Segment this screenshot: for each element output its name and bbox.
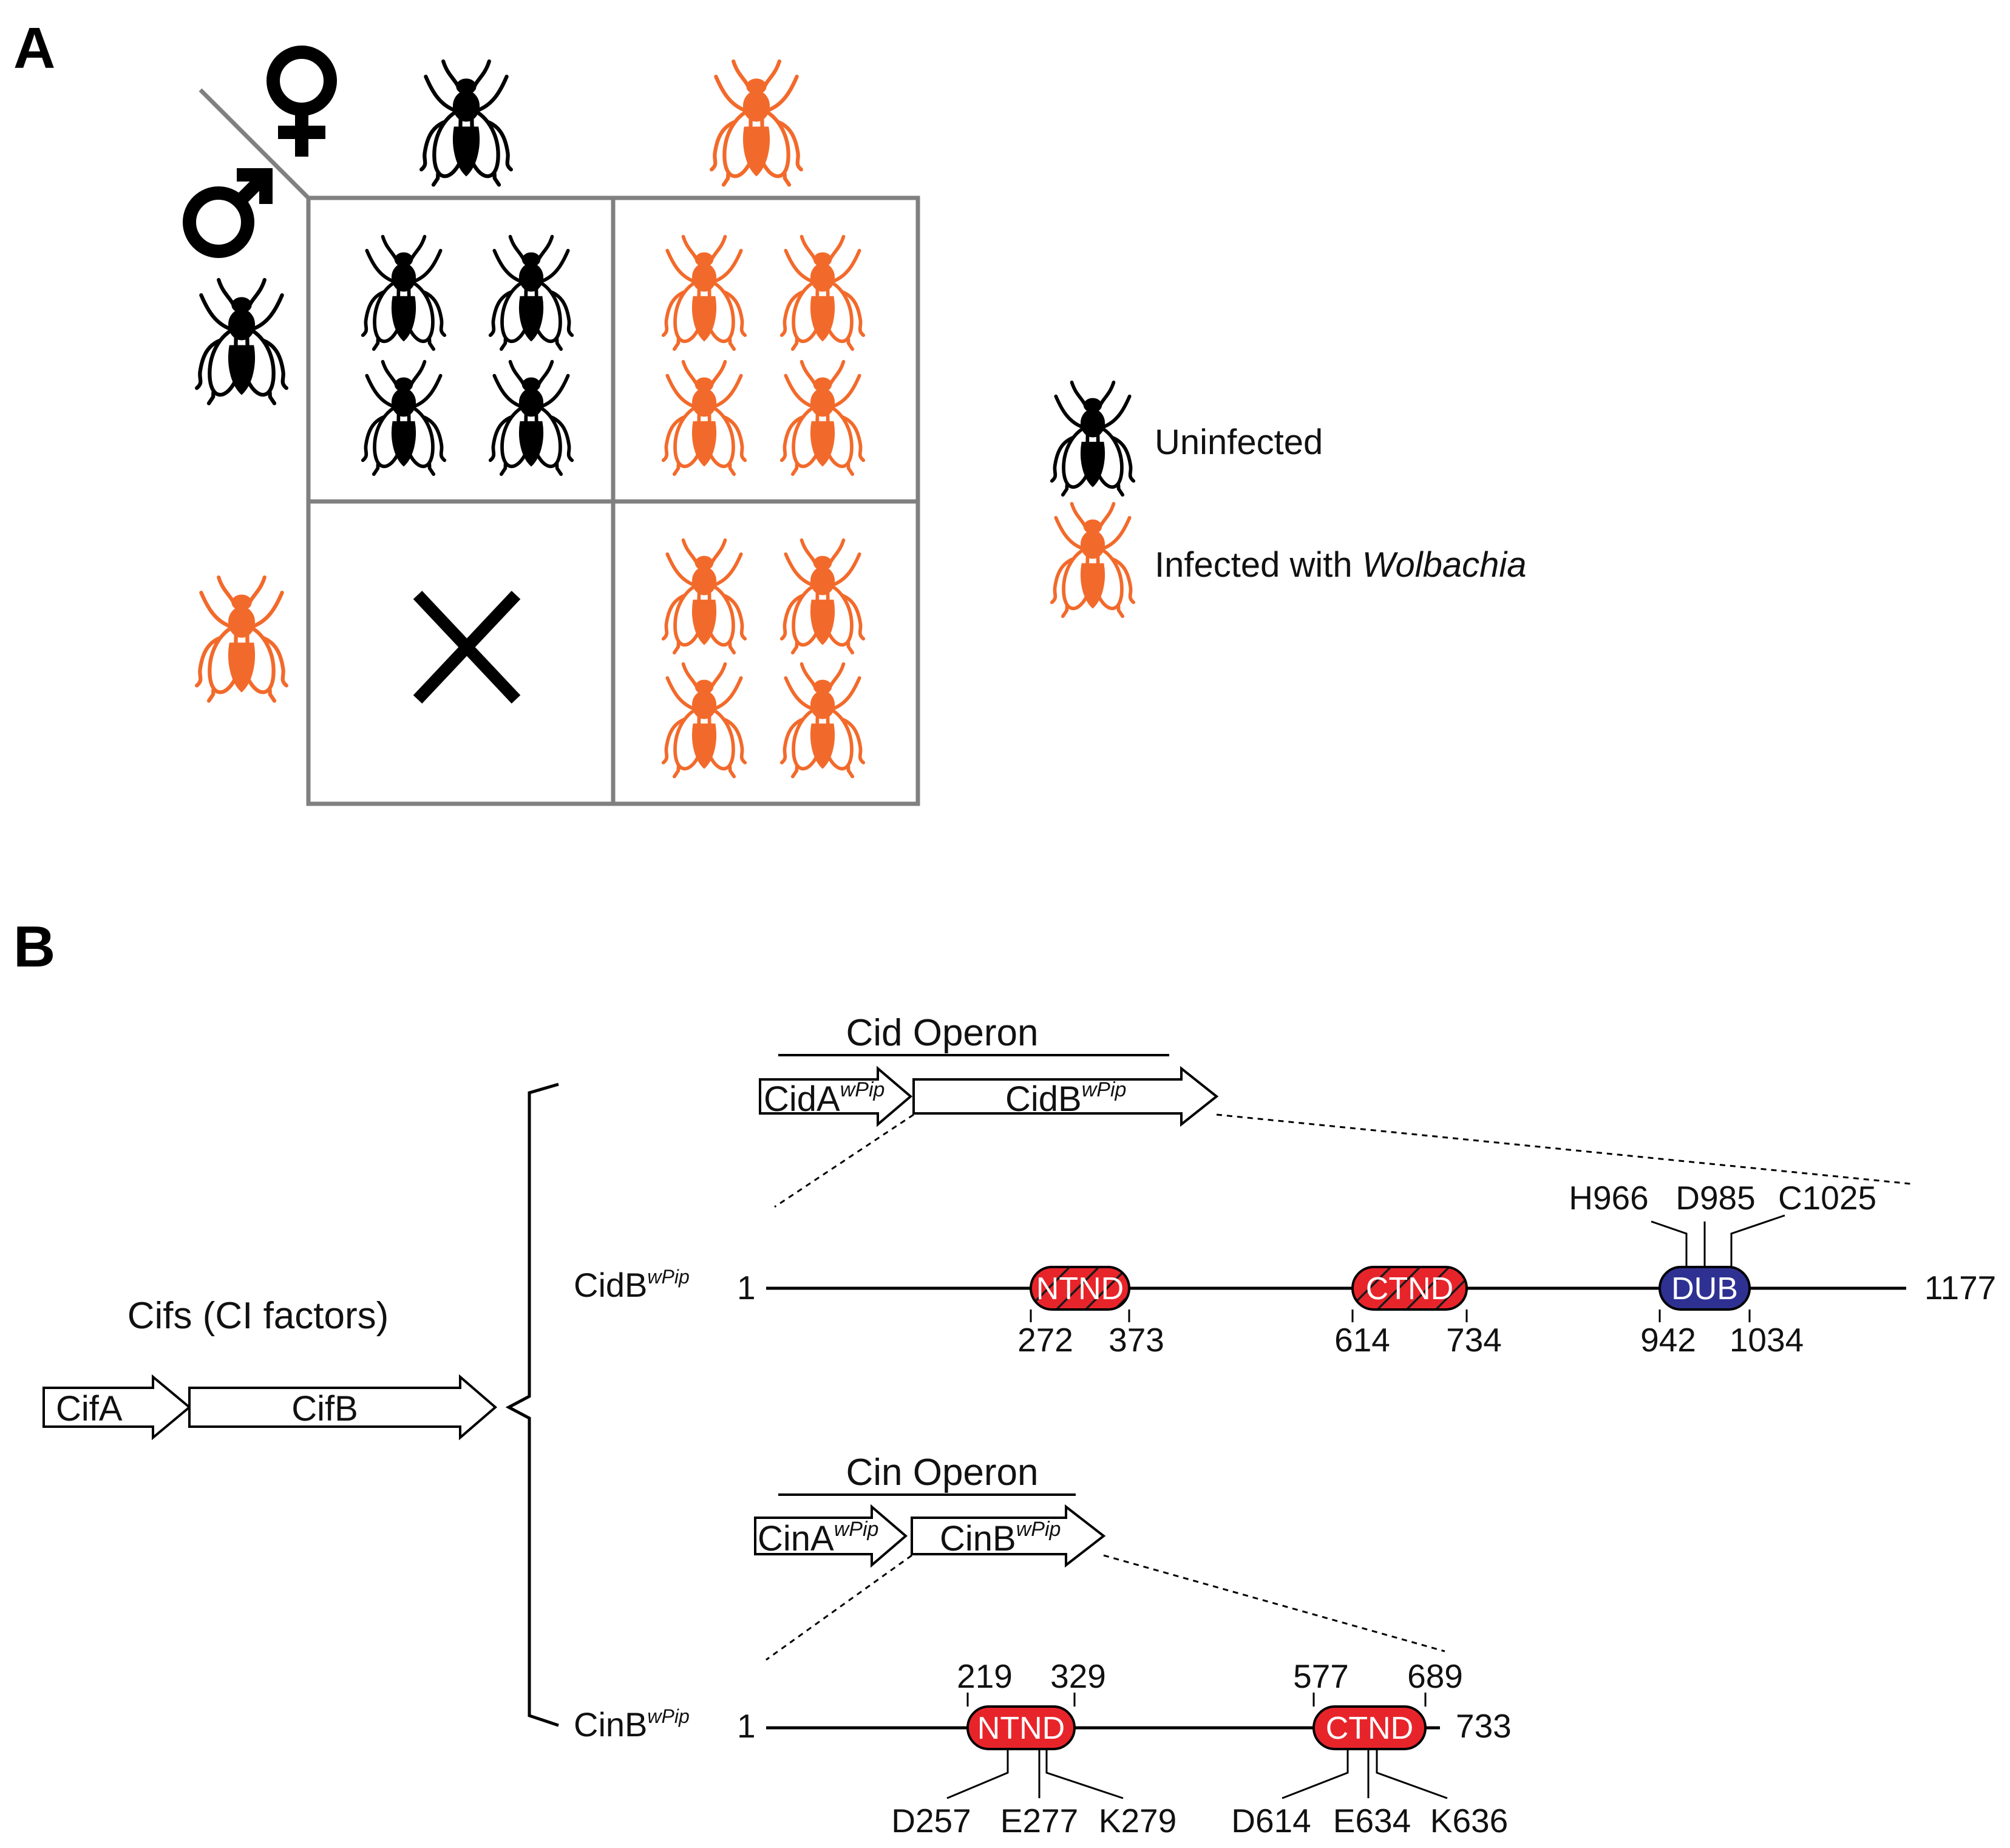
cidb-end: 1177 [1924,1269,1996,1306]
cina-gene-name: CinA [758,1519,834,1558]
cidb-gene-arrow [912,1065,1219,1127]
cinb-gene-name: CinB [940,1519,1016,1558]
cinb-ctnd-domain [1312,1705,1427,1750]
cinb-start: 1 [737,1707,756,1745]
female-symbol-icon [267,46,337,157]
cross-icon [413,591,521,704]
cifb-gene-arrow [188,1374,498,1441]
cin-operon-label: Cin Operon [846,1452,1038,1493]
cinb-gene-arrow [911,1504,1106,1568]
cinb-ctnd-start: 577 [1293,1657,1349,1695]
cinb-ctnd-residue-2: E634 [1333,1802,1411,1840]
cidb-gene-label: CidBwPip [1005,1078,1126,1119]
legend-infected-prefix: Infected with [1155,545,1362,585]
legend-uninfected-fly-icon [1052,382,1133,495]
cidb-gene-sup: wPip [1082,1078,1127,1101]
male-symbol-icon [183,168,273,258]
panel-letter-b: B [13,914,55,979]
cidb-ntnd-label: NTND [1036,1271,1124,1306]
cid-zoom-lines [774,1113,1912,1208]
cinb-domain-ticks [946,1693,1448,1799]
cidb-protein-name: CidB [574,1266,647,1304]
fly-infected-female-icon [711,61,801,185]
cina-gene-label: CinAwPip [758,1518,878,1558]
cinb-ntnd-domain [966,1705,1076,1750]
cinb-end: 733 [1456,1707,1512,1745]
cidb-start: 1 [737,1269,756,1306]
cidb-ntnd-domain [1030,1266,1130,1311]
cidb-gene-name: CidB [1005,1079,1082,1119]
cinb-gene-label: CinBwPip [940,1518,1061,1558]
cidb-protein-sup: wPip [647,1266,689,1288]
cifb-gene-label: CifB [291,1389,358,1428]
cidb-residue-2: D985 [1676,1179,1755,1217]
panel-letter-a: A [13,16,55,81]
cidb-ntnd-start: 272 [1017,1321,1073,1359]
cidb-ctnd-start: 614 [1334,1321,1390,1359]
cidb-dub-start: 942 [1640,1321,1696,1359]
offspring-infected-cell-bottom [664,540,863,776]
cinb-ctnd-residue-3: K636 [1430,1802,1508,1840]
cida-gene-sup: wPip [840,1078,885,1101]
operon-brace [505,1082,559,1727]
cinb-ctnd-end: 689 [1407,1657,1463,1695]
cina-gene-sup: wPip [834,1518,879,1541]
cida-gene-label: CidAwPip [764,1078,884,1119]
cidb-domain-ticks [1030,1214,1785,1322]
cidb-protein-label: CidBwPip [574,1266,690,1304]
legend-infected-fly-icon [1052,504,1133,616]
cifa-gene-label: CifA [56,1389,123,1428]
offspring-infected-cell-top [664,237,863,474]
cinb-protein-sup: wPip [647,1705,689,1727]
cin-zoom-lines [766,1554,1445,1661]
cid-operon-label: Cid Operon [846,1012,1038,1054]
fly-uninfected-female-icon [421,61,511,185]
cidb-ctnd-domain [1351,1266,1468,1311]
fly-uninfected-male-icon [197,280,287,403]
offspring-uninfected-cell [363,237,572,474]
punnett-grid [199,88,920,806]
legend-infected-italic: Wolbachia [1362,545,1527,585]
legend-uninfected-label: Uninfected [1155,423,1323,462]
cidb-residue-1: H966 [1569,1179,1648,1217]
cifs-title: Cifs (CI factors) [127,1295,389,1337]
cinb-ntnd-residue-3: K279 [1099,1802,1176,1840]
cinb-ctnd-label: CTND [1326,1711,1413,1746]
cinb-protein-label: CinBwPip [574,1705,690,1744]
cida-gene-name: CidA [764,1079,840,1119]
cidb-dub-end: 1034 [1730,1321,1804,1359]
cinb-ntnd-start: 219 [957,1657,1013,1695]
cidb-ctnd-label: CTND [1366,1271,1453,1306]
legend: Uninfected Infected with Wolbachia [1052,382,1527,616]
cidb-dub-label: DUB [1671,1271,1738,1306]
cinb-ntnd-residue-2: E277 [1000,1802,1078,1840]
cifa-gene-arrow [42,1374,192,1441]
cinb-ntnd-end: 329 [1050,1657,1106,1695]
cidb-ctnd-end: 734 [1446,1321,1502,1359]
cinb-protein-name: CinB [574,1705,647,1744]
cinb-ntnd-label: NTND [977,1711,1065,1746]
fly-infected-male-icon [197,577,287,701]
cidb-residue-3: C1025 [1778,1179,1876,1217]
cida-gene-arrow [759,1065,913,1127]
cina-gene-arrow [754,1504,908,1568]
legend-infected-label: Infected with Wolbachia [1155,545,1527,585]
cinb-ctnd-residue-1: D614 [1231,1802,1311,1840]
cinb-ntnd-residue-1: D257 [891,1802,971,1840]
cidb-ntnd-end: 373 [1109,1321,1164,1359]
cinb-gene-sup: wPip [1016,1518,1061,1541]
